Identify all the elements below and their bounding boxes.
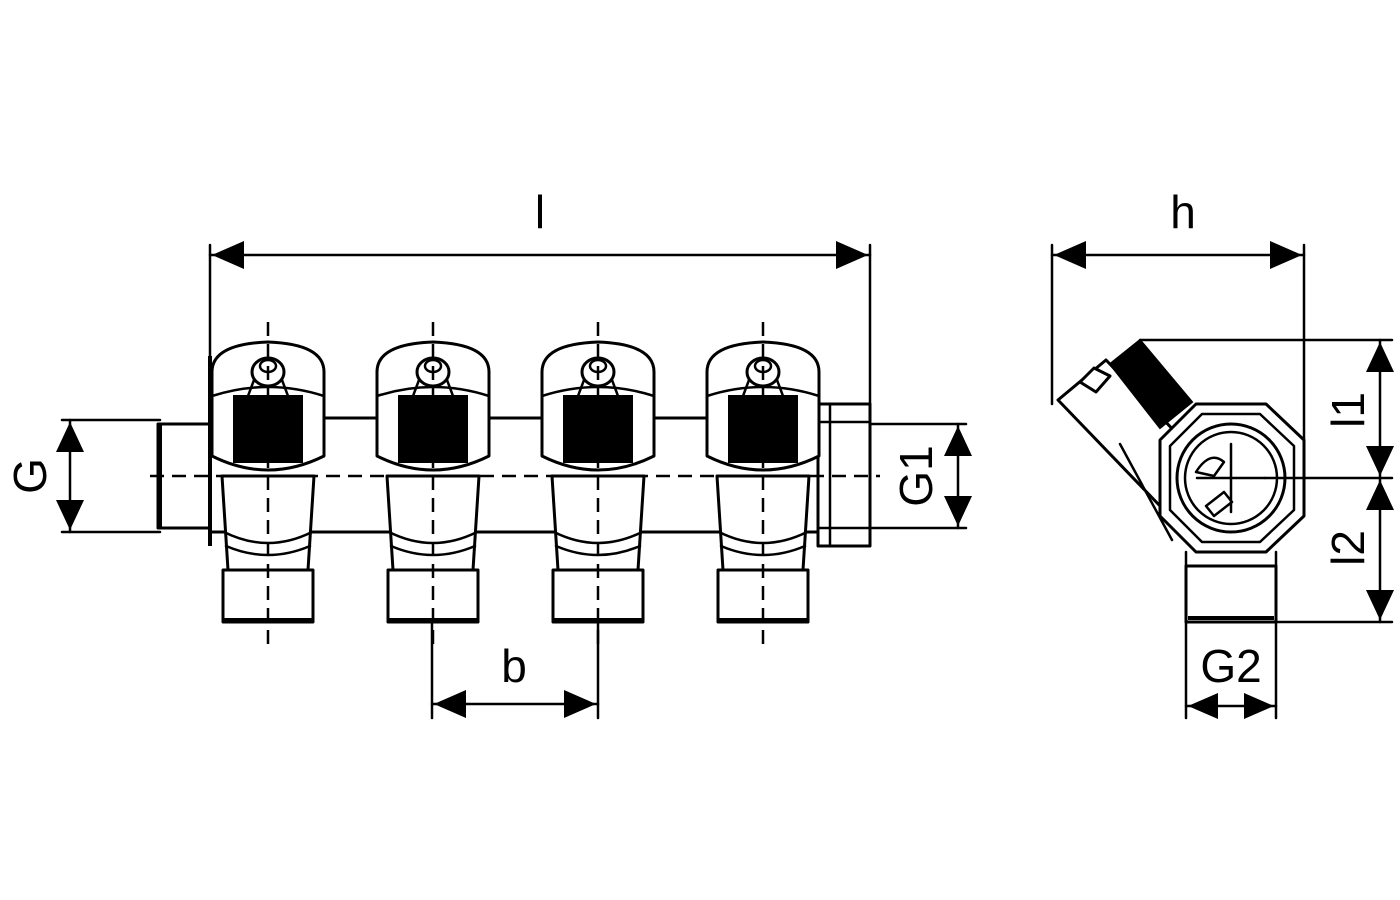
front-view: l G G1 b [4, 186, 972, 720]
dim-label-l1: l1 [1322, 392, 1374, 428]
side-bottom-outlet [1184, 550, 1278, 624]
dim-label-b: b [501, 640, 527, 692]
dimension-l1-l2: l1 l2 [1138, 338, 1394, 624]
dimension-G: G [4, 418, 162, 534]
dim-label-h: h [1170, 186, 1196, 238]
side-view: h l1 l2 G2 [1050, 186, 1394, 720]
outlet-valve [375, 322, 491, 648]
dim-label-l: l [535, 186, 545, 238]
dim-label-G1: G1 [890, 445, 942, 506]
dimension-b: b [430, 618, 600, 720]
valve-cap-band [233, 395, 303, 463]
dim-label-G: G [4, 458, 56, 494]
dimension-G2: G2 [1184, 620, 1278, 720]
left-inlet-thread [156, 356, 212, 546]
outlet-valves [210, 322, 821, 648]
dimension-G1: G1 [868, 422, 972, 530]
dim-label-G2: G2 [1200, 640, 1261, 692]
valve-cap-band [563, 395, 633, 463]
dim-label-l2: l2 [1322, 530, 1374, 566]
valve-cap-band [728, 395, 798, 463]
outlet-valve [540, 322, 656, 648]
dimension-l: l [208, 186, 872, 406]
outlet-valve [210, 322, 326, 648]
valve-cap-band [398, 395, 468, 463]
outlet-valve [705, 322, 821, 648]
side-body [1158, 402, 1306, 554]
dimension-h: h [1050, 186, 1306, 442]
